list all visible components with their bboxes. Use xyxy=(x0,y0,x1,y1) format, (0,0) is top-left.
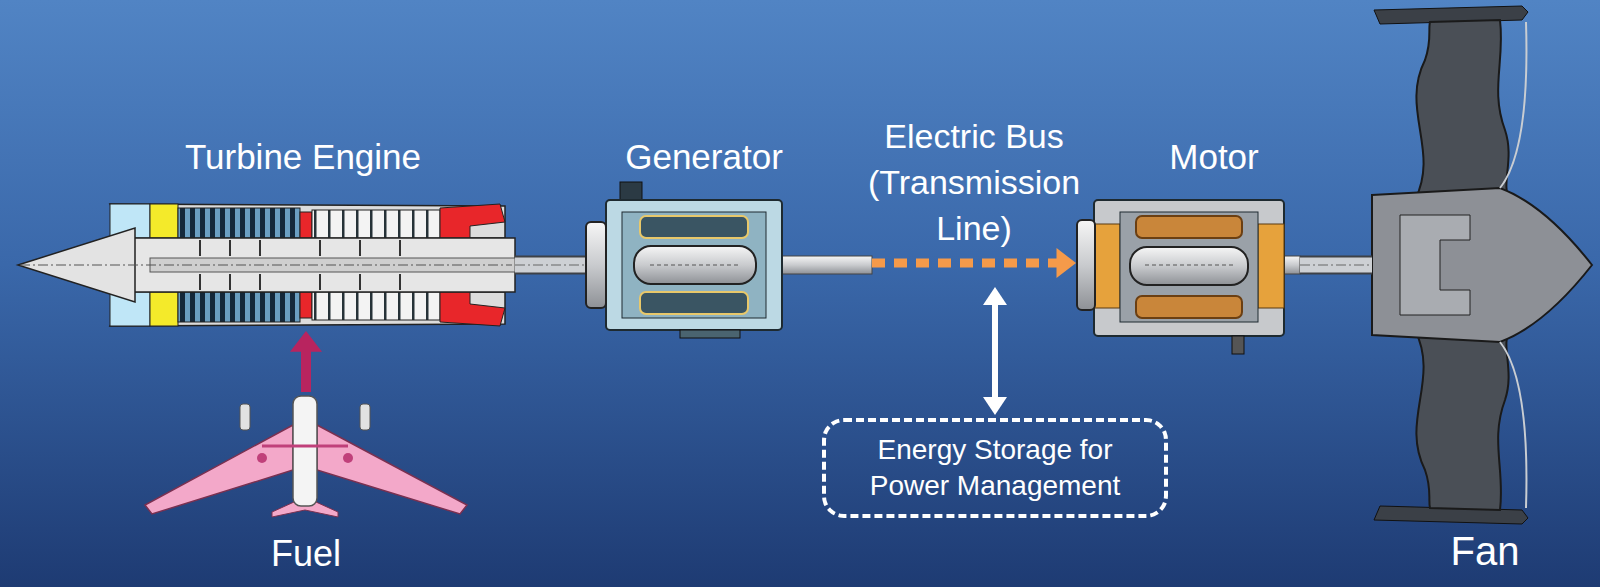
generator-drawing xyxy=(586,182,872,338)
generator-drawing xyxy=(650,265,740,266)
flow-arrow xyxy=(872,248,1076,278)
storage-double-arrow xyxy=(983,287,1007,415)
airplane-drawing xyxy=(360,404,370,430)
turbine-engine-drawing xyxy=(300,292,312,318)
component-label: Generator xyxy=(625,136,783,178)
motor-drawing xyxy=(1136,296,1242,318)
fan-drawing xyxy=(1415,20,1510,200)
generator-drawing xyxy=(606,200,782,330)
generator-drawing xyxy=(680,330,740,338)
connector-label-holder: Electric Bus (Transmission Line) xyxy=(844,113,1104,251)
airplane-drawing xyxy=(262,445,348,448)
turbine-engine-drawing xyxy=(300,212,312,238)
component-label: Fan xyxy=(1451,528,1520,574)
shaft-centre-line xyxy=(515,264,585,265)
motor-drawing xyxy=(1232,336,1244,354)
component-label: Turbine Engine xyxy=(185,136,421,178)
fan-drawing xyxy=(1372,6,1592,524)
fan-drawing xyxy=(1374,330,1528,524)
turbine-engine-drawing xyxy=(312,292,440,320)
fuel-source: Fuel xyxy=(140,392,472,582)
turbine-engine-drawing xyxy=(150,204,178,238)
airplane-drawing xyxy=(240,404,250,430)
airplane-drawing xyxy=(145,396,467,517)
turbine-engine-drawing xyxy=(110,204,505,238)
turbine-engine-drawing xyxy=(178,292,300,322)
drive-shaft xyxy=(515,265,585,266)
shaft-body xyxy=(1300,258,1372,273)
fan-drawing xyxy=(1372,188,1592,342)
turbine-engine-drawing xyxy=(110,292,505,326)
turbine-engine-drawing xyxy=(178,208,300,238)
turbine-engine-drawing xyxy=(18,204,515,326)
motor: Motor xyxy=(1076,136,1300,356)
storage-box: Energy Storage for Power Management xyxy=(822,418,1168,518)
airplane-drawing xyxy=(145,425,293,514)
fan-drawing xyxy=(1400,215,1470,315)
fan: Fan xyxy=(1372,0,1600,587)
motor-drawing xyxy=(1130,247,1248,285)
flow-arrow xyxy=(290,331,322,392)
airplane-drawing xyxy=(293,396,317,506)
airplane-drawing xyxy=(257,453,267,463)
generator-drawing xyxy=(640,292,748,314)
generator-drawing xyxy=(622,212,766,318)
generator: Generator xyxy=(585,136,872,346)
storage-double-arrow xyxy=(983,287,1007,305)
fan-drawing xyxy=(1415,330,1510,510)
motor-drawing xyxy=(1258,224,1284,308)
storage-double-arrow xyxy=(983,397,1007,415)
connector-line xyxy=(872,259,1060,268)
fan-drawing xyxy=(1500,22,1526,508)
motor-drawing xyxy=(1145,265,1235,266)
shaft-centre-line xyxy=(1300,264,1372,265)
arrow-head xyxy=(290,331,322,352)
storage-double-arrow xyxy=(992,302,998,400)
turbine-engine-drawing xyxy=(440,204,505,238)
turbine-engine-drawing xyxy=(312,210,440,238)
motor-drawing xyxy=(1136,216,1242,238)
drive-shaft xyxy=(1300,265,1372,266)
arrow-head xyxy=(1057,248,1077,278)
motor-drawing xyxy=(1077,200,1300,354)
turbine-engine-drawing xyxy=(20,264,512,265)
component-label: Motor xyxy=(1169,136,1258,178)
motor-drawing xyxy=(1120,212,1258,322)
turbine-engine-drawing xyxy=(440,292,505,326)
generator-drawing xyxy=(634,246,756,284)
turbine-engine-drawing xyxy=(150,292,178,326)
shaft-body xyxy=(515,258,585,273)
turbine-engine: Turbine Engine xyxy=(15,136,515,331)
box-text: Energy Storage for Power Management xyxy=(850,432,1140,504)
component-label: Fuel xyxy=(271,533,341,575)
generator-drawing xyxy=(586,222,606,308)
motor-drawing xyxy=(1077,220,1095,310)
connector-line xyxy=(301,348,311,392)
shaft-edge xyxy=(515,256,585,275)
airplane-drawing xyxy=(317,425,467,514)
motor-drawing xyxy=(1094,224,1120,308)
generator-drawing xyxy=(640,216,748,238)
motor-drawing xyxy=(1094,200,1284,336)
airplane-drawing xyxy=(343,453,353,463)
shaft-edge xyxy=(1300,256,1372,275)
bus-label: Electric Bus (Transmission Line) xyxy=(844,113,1104,251)
